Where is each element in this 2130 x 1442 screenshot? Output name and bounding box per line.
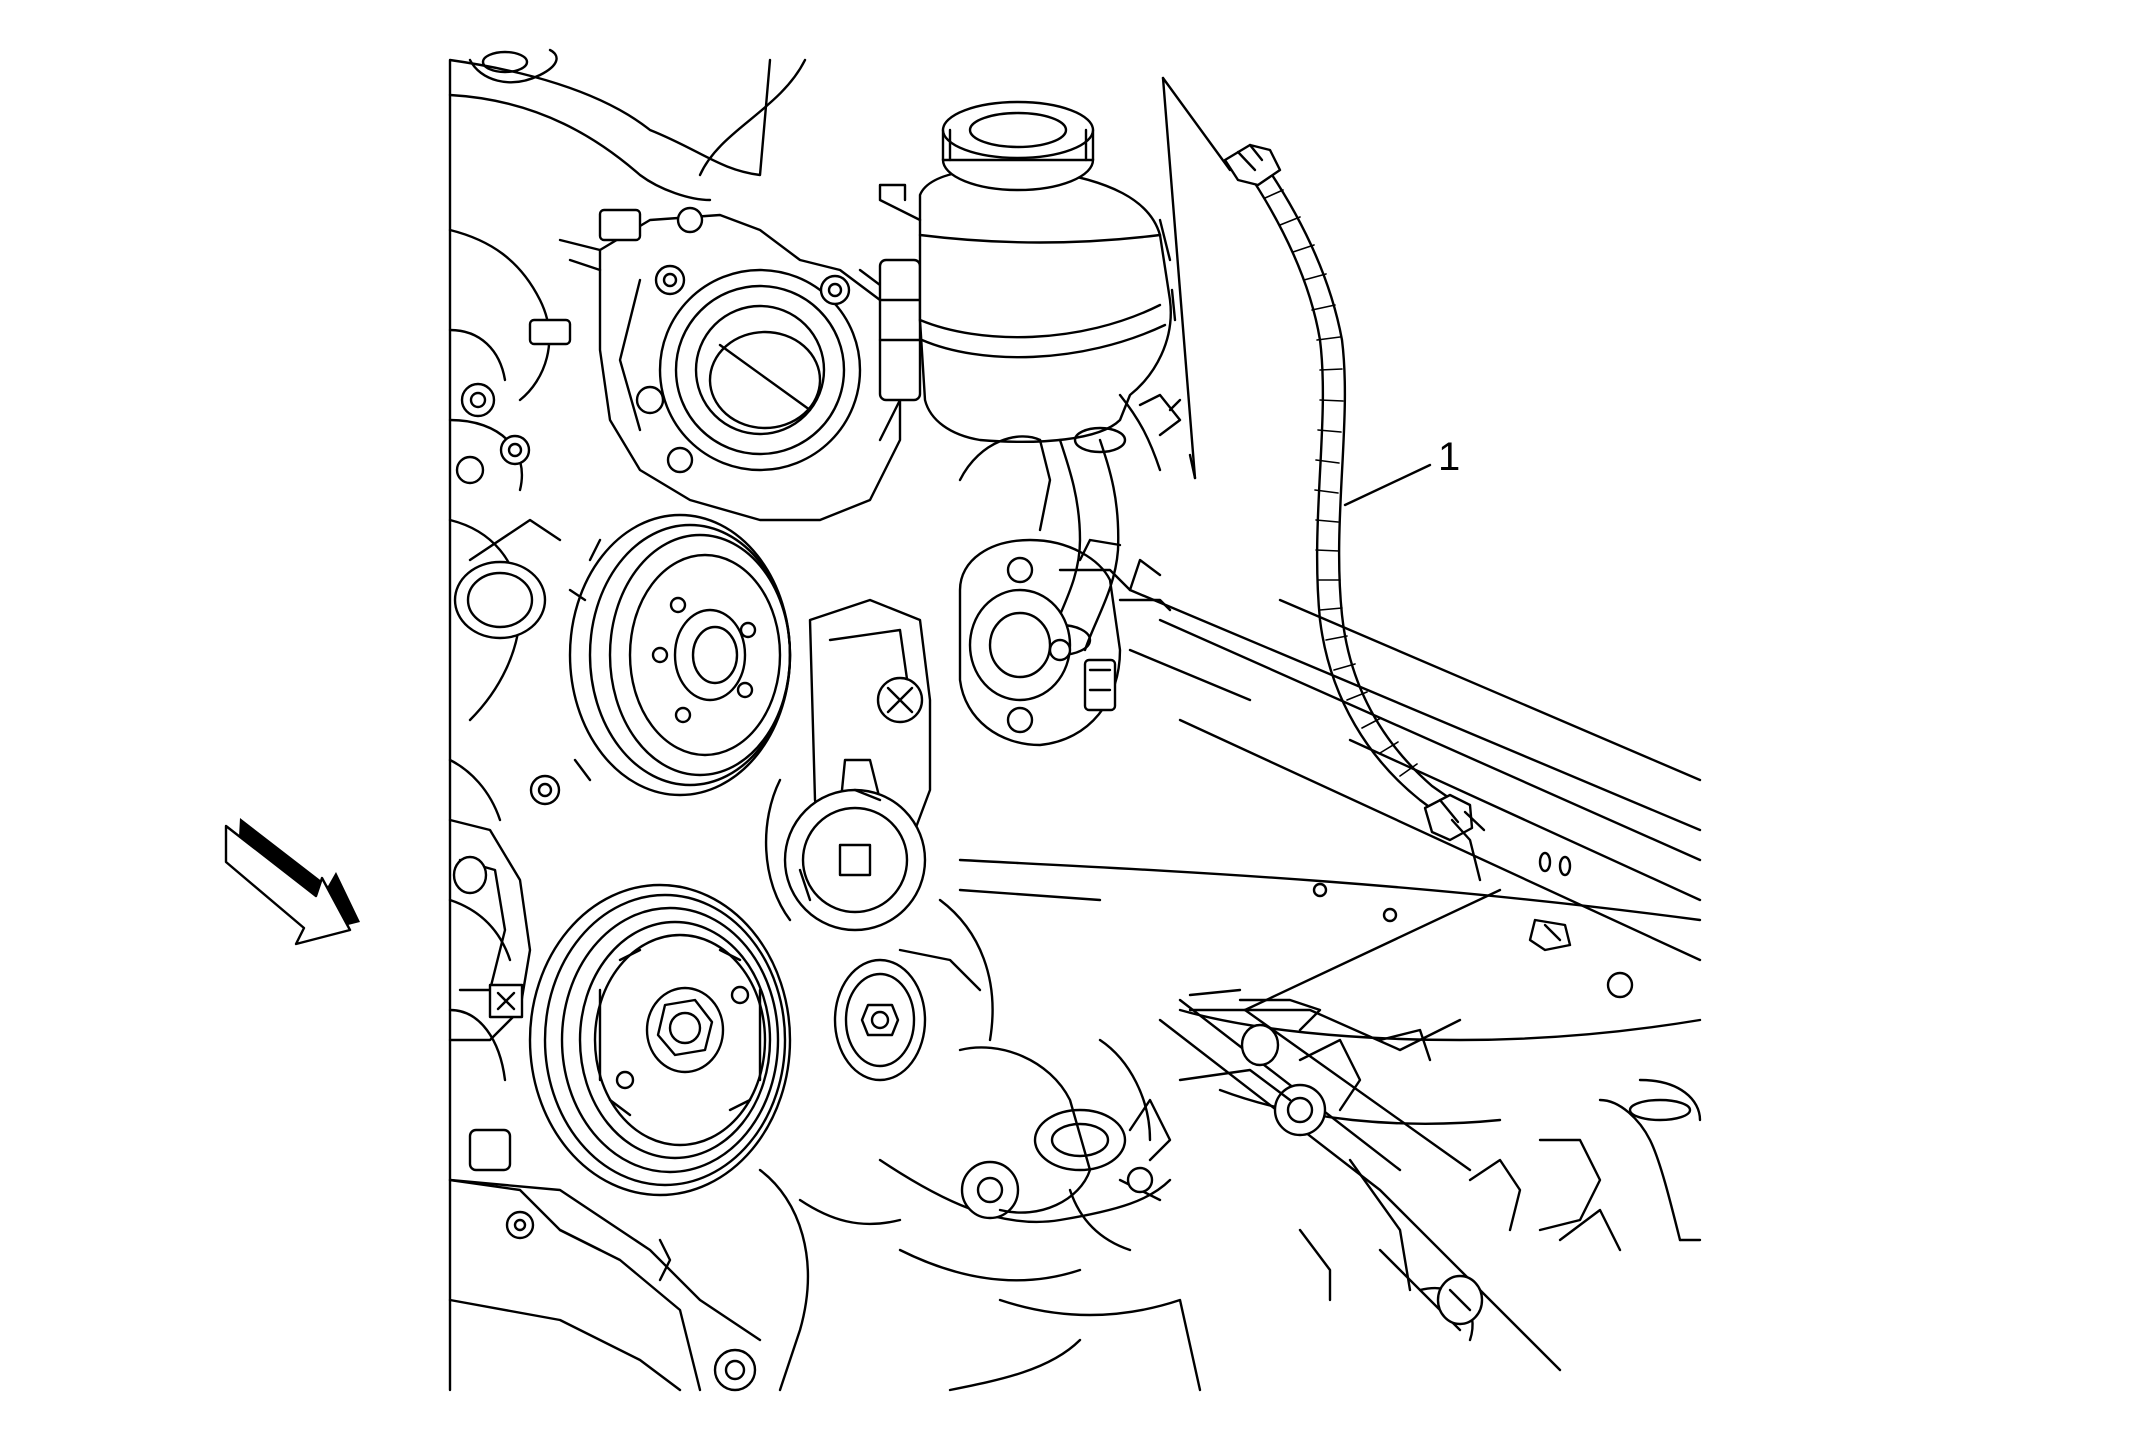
engine-mount bbox=[898, 898, 1322, 1214]
vent-hose-assembly bbox=[1223, 143, 1486, 882]
water-pump-pulley bbox=[568, 513, 792, 797]
frame-rail bbox=[958, 588, 1702, 1125]
callout-1-label: 1 bbox=[1438, 435, 1460, 479]
callout-1: 1 bbox=[1343, 435, 1460, 507]
crossmember bbox=[448, 1068, 1292, 1392]
detail-view-lines bbox=[1158, 76, 1502, 1172]
coolant-reservoir bbox=[878, 100, 1182, 657]
lower-linkage bbox=[1158, 998, 1702, 1372]
engine-block bbox=[448, 48, 807, 1392]
throttle-body bbox=[558, 206, 922, 522]
coolant-outlet bbox=[453, 518, 562, 640]
view-direction-arrow-icon bbox=[224, 818, 360, 946]
idler-pulley bbox=[833, 958, 927, 1082]
crankshaft-balancer bbox=[528, 883, 792, 1197]
belt-tensioner bbox=[764, 598, 932, 932]
power-steering-pump bbox=[958, 435, 1172, 747]
alternator-bracket bbox=[448, 818, 532, 1042]
